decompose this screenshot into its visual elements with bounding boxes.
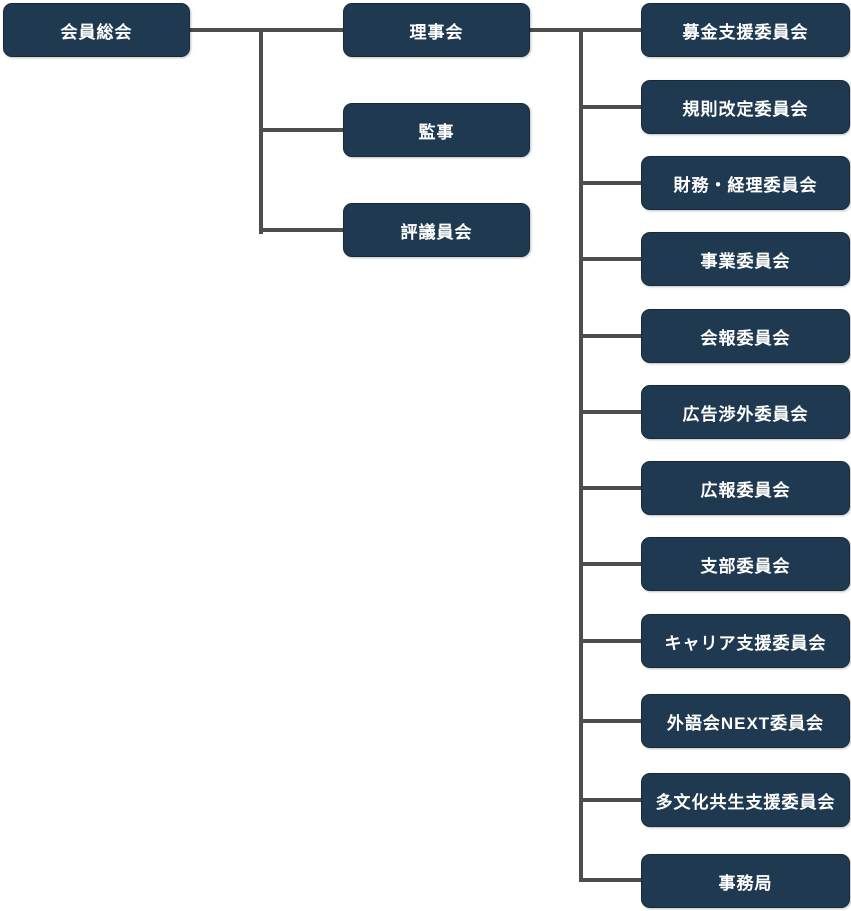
connector-committee-branch: [579, 562, 641, 566]
connector-assembly-to-board: [190, 28, 343, 32]
org-node-committee: 規則改定委員会: [641, 80, 850, 134]
connector-committee-branch: [579, 410, 641, 414]
org-node-label: 理事会: [409, 22, 464, 42]
org-node-secretariat: 事務局: [641, 854, 850, 908]
org-node-label: 会員総会: [60, 22, 133, 42]
connector-council-branch: [259, 228, 343, 232]
org-node-label: 事業委員会: [700, 251, 791, 271]
org-node-general-assembly: 会員総会: [3, 3, 190, 57]
org-node-board-of-directors: 理事会: [343, 3, 530, 57]
org-node-label: 募金支援委員会: [682, 22, 809, 42]
org-node-label: 広告渉外委員会: [682, 404, 809, 424]
org-node-label: 監事: [418, 122, 455, 142]
org-node-label: 財務・経理委員会: [673, 175, 818, 195]
org-node-label: 外語会NEXT委員会: [666, 713, 825, 733]
org-node-label: 多文化共生支援委員会: [655, 792, 836, 812]
org-node-committee: 会報委員会: [641, 309, 850, 363]
org-node-committee: 支部委員会: [641, 537, 850, 591]
org-node-committee: 外語会NEXT委員会: [641, 694, 850, 748]
org-node-label: 評議員会: [400, 222, 473, 242]
connector-committee-branch: [579, 181, 641, 185]
org-node-committee: 事業委員会: [641, 232, 850, 286]
connector-committee-branch: [579, 878, 641, 882]
connector-committee-branch: [579, 486, 641, 490]
connector-committee-branch: [579, 719, 641, 723]
org-node-committee: キャリア支援委員会: [641, 614, 850, 668]
org-node-label: キャリア支援委員会: [664, 633, 827, 653]
connector-committee-branch: [579, 798, 641, 802]
connector-committee-branch: [579, 257, 641, 261]
org-node-committee: 広告渉外委員会: [641, 385, 850, 439]
connector-committee-branch: [579, 105, 641, 109]
connector-committee-branch: [579, 334, 641, 338]
org-node-committee: 広報委員会: [641, 461, 850, 515]
connector-auditor-branch: [259, 128, 343, 132]
org-node-committee: 財務・経理委員会: [641, 156, 850, 210]
org-node-label: 事務局: [718, 873, 773, 893]
org-node-label: 会報委員会: [700, 328, 791, 348]
org-node-committee: 多文化共生支援委員会: [641, 773, 850, 827]
org-node-label: 規則改定委員会: [682, 99, 809, 119]
org-node-council: 評議員会: [343, 203, 530, 257]
org-node-label: 広報委員会: [700, 480, 791, 500]
org-node-label: 支部委員会: [700, 556, 791, 576]
connector-right-trunk: [579, 28, 583, 882]
org-node-committee: 募金支援委員会: [641, 3, 850, 57]
connector-committee-branch: [579, 639, 641, 643]
org-node-auditor: 監事: [343, 103, 530, 157]
connector-board-to-committees: [530, 28, 641, 32]
